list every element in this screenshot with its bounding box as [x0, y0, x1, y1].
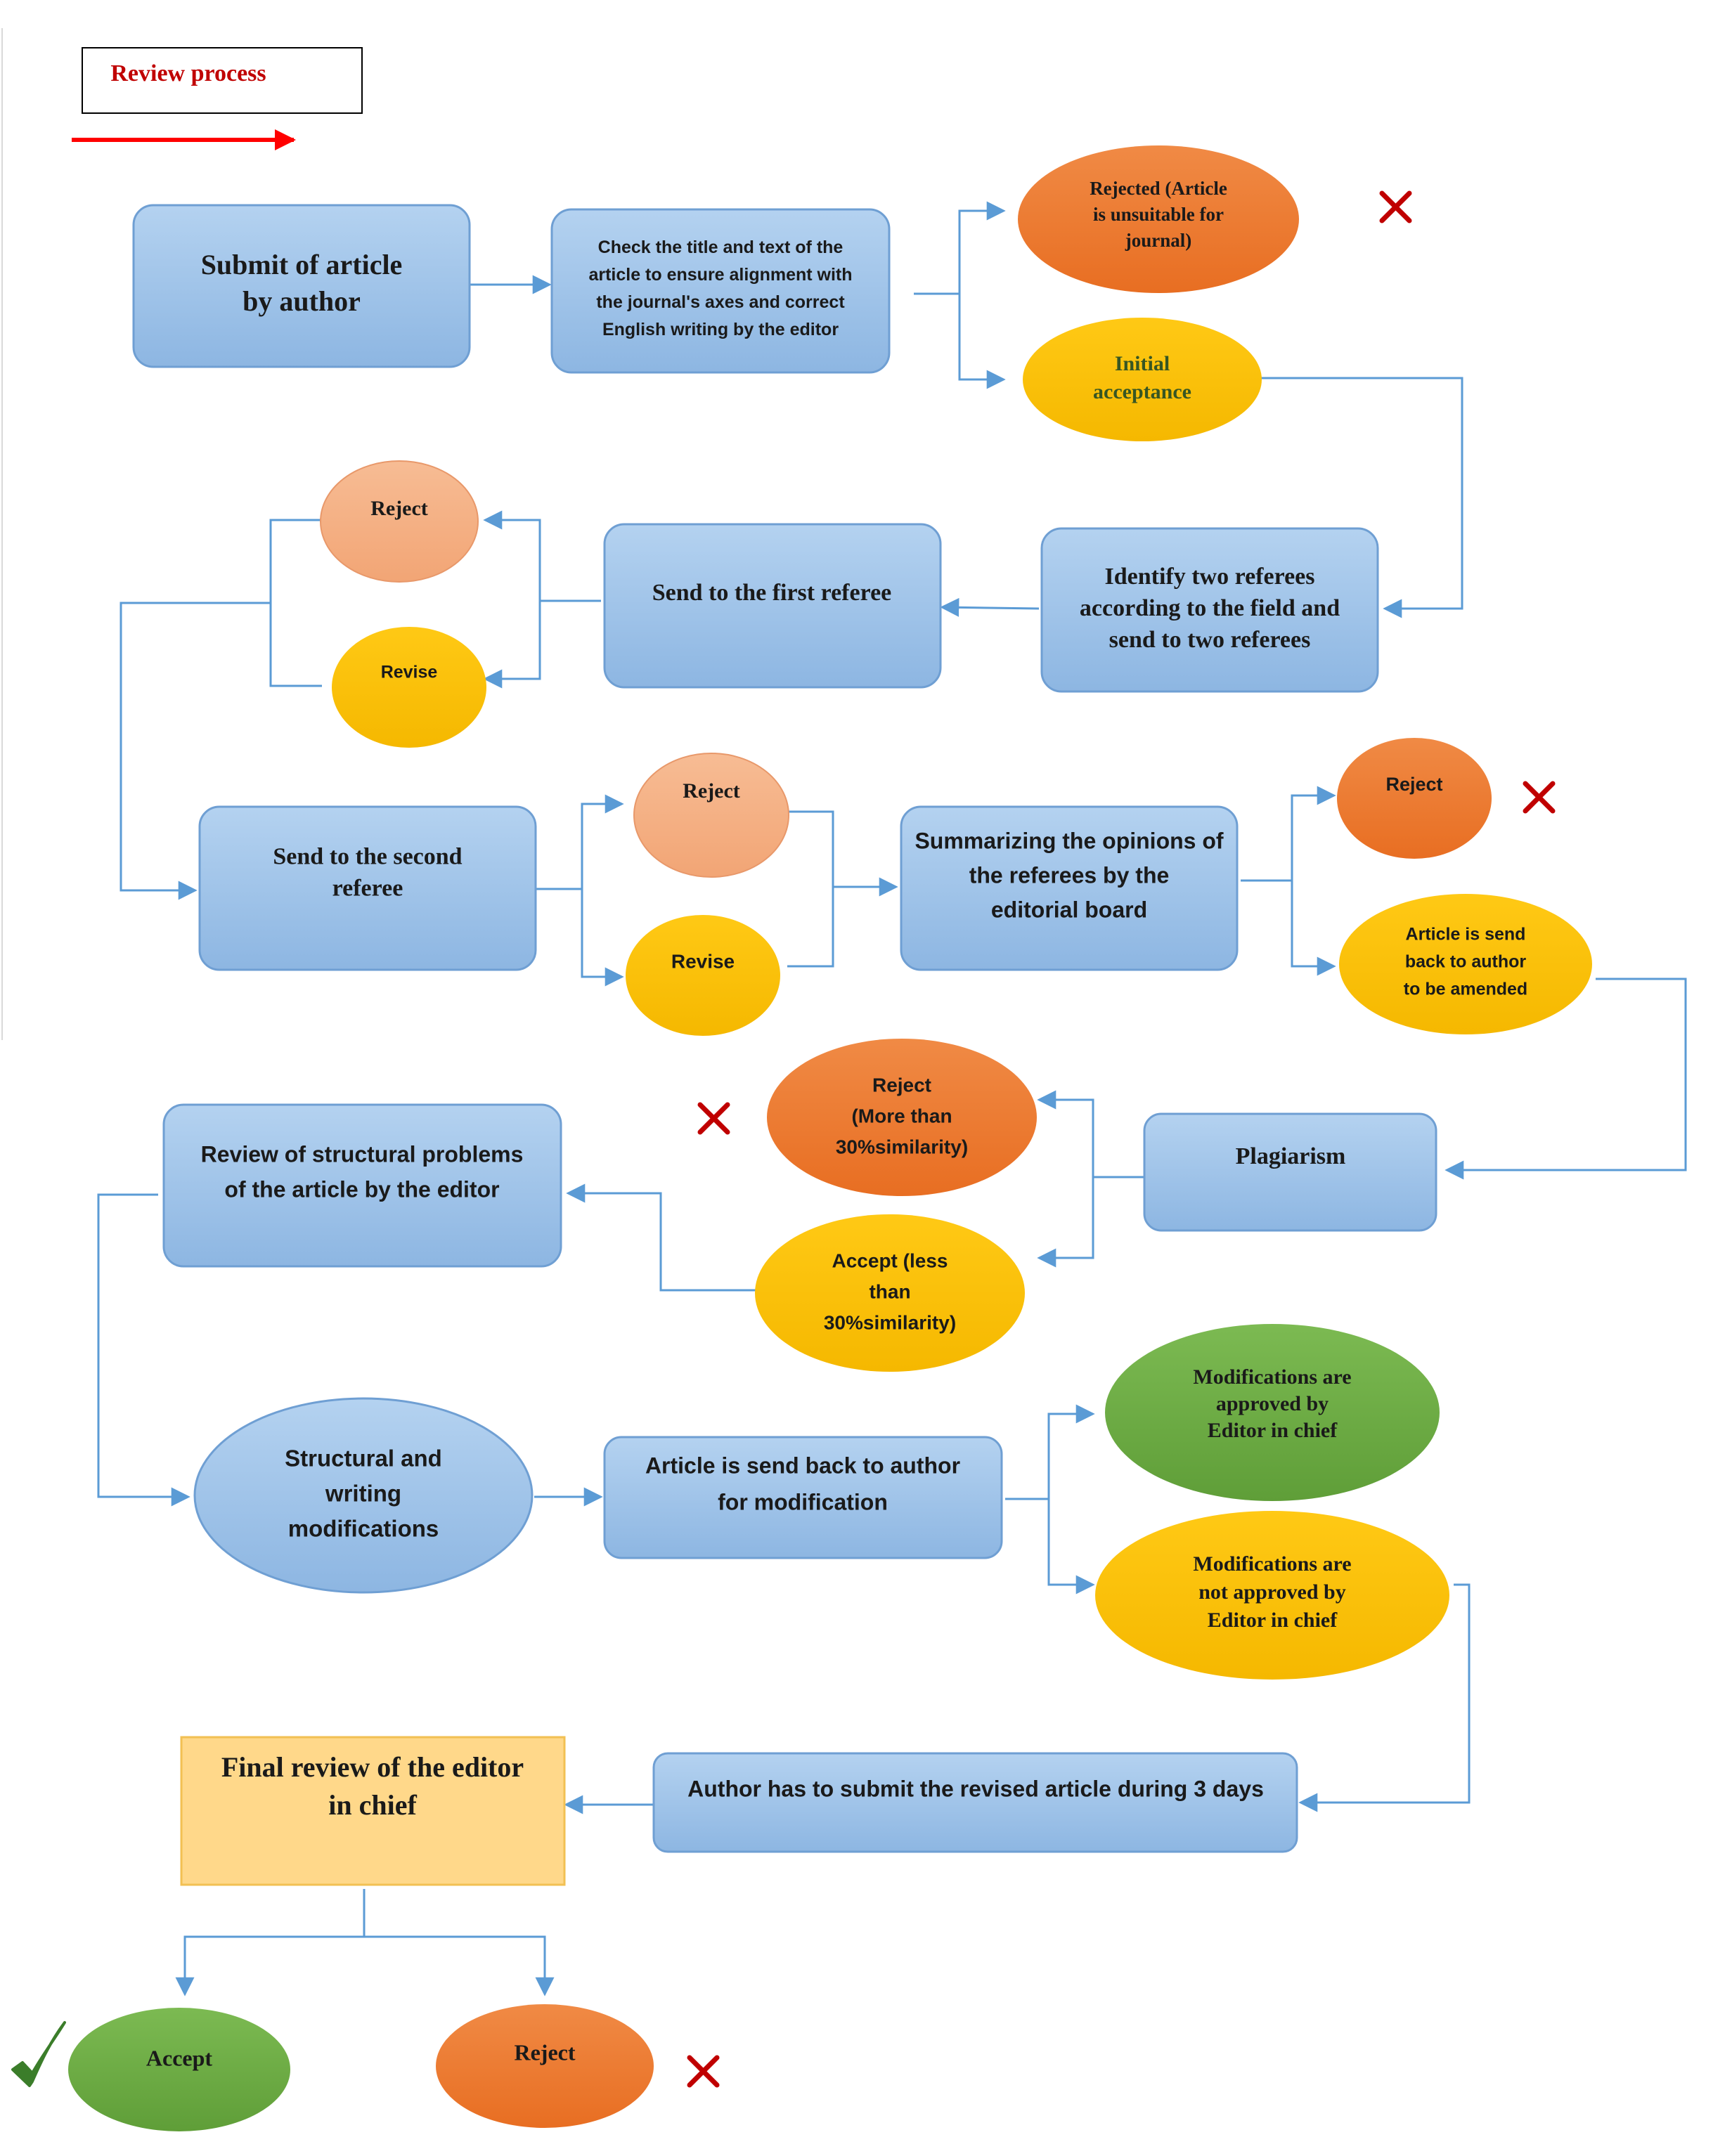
node-first-referee: Send to the first referee [603, 523, 942, 689]
connector [1241, 786, 1336, 882]
reject-1-label: Reject [370, 497, 428, 520]
node-reject-1: Reject [320, 460, 479, 583]
connector [1037, 1177, 1094, 1268]
connector [1291, 881, 1336, 976]
plagiarism-label: Plagiarism [1236, 1143, 1346, 1169]
connector [1258, 377, 1463, 618]
connector [566, 1183, 763, 1292]
connector [1445, 978, 1687, 1180]
connector [914, 201, 1006, 295]
connector [97, 1193, 190, 1507]
connector [1047, 1499, 1095, 1595]
cross-icon [1523, 781, 1556, 814]
cross-icon [1379, 190, 1412, 223]
connector [483, 510, 601, 602]
resubmit-label: Author has to submit the revised article… [687, 1776, 1264, 1801]
node-revise-2: Revise [626, 915, 780, 1036]
cross-icon [687, 2055, 720, 2088]
checkmark-icon [11, 2021, 66, 2087]
connector [940, 597, 1040, 617]
accept-final-label: Accept [146, 2045, 213, 2070]
connector [119, 602, 271, 900]
reject-3-label: Reject [1385, 774, 1442, 795]
cross-icon [697, 1102, 730, 1135]
connector [1037, 1090, 1149, 1178]
connectors [97, 201, 1687, 1996]
node-reject-2: Reject [633, 753, 789, 878]
first-referee-label: Send to the first referee [652, 580, 892, 606]
connector [1298, 1583, 1471, 1812]
node-reject-final: Reject [436, 2004, 654, 2128]
node-revise-1: Revise [332, 627, 486, 748]
connector [787, 810, 834, 968]
connector [483, 601, 541, 689]
node-accept-final: Accept [68, 2008, 290, 2131]
connector [175, 1889, 366, 1996]
connector [364, 1935, 555, 1996]
legend-title: Review process [110, 60, 266, 86]
node-reject-3: Reject [1337, 738, 1492, 859]
reject-final-label: Reject [514, 2039, 575, 2065]
revise-2-label: Revise [671, 950, 735, 972]
node-plagiarism: Plagiarism [1143, 1112, 1437, 1232]
connector [536, 794, 624, 890]
connector [581, 889, 624, 987]
connector [269, 519, 322, 687]
revise-1-label: Revise [381, 663, 438, 682]
connector [1005, 1404, 1095, 1500]
node-resubmit: Author has to submit the revised article… [652, 1752, 1298, 1853]
reject-2-label: Reject [683, 779, 740, 803]
connector [958, 294, 1006, 389]
legend: Review process [72, 47, 363, 150]
